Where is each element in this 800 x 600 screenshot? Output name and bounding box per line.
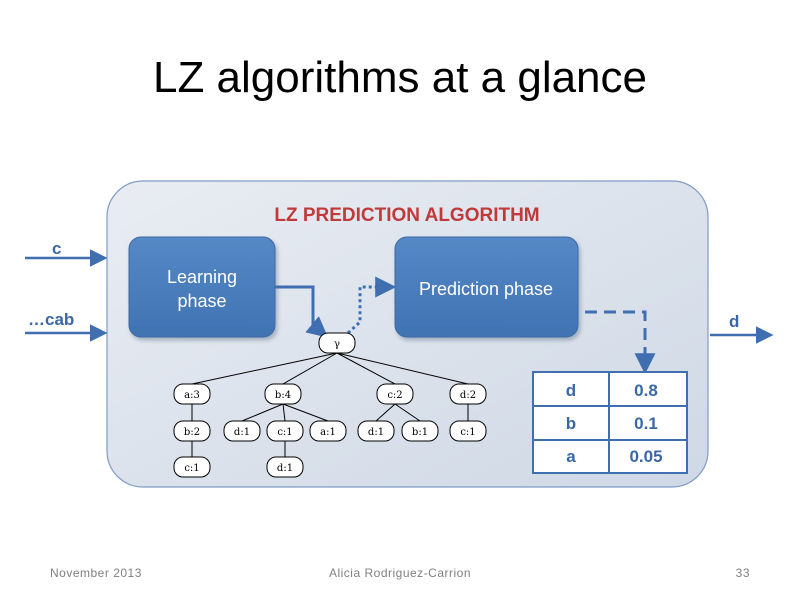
tree-node: d:2	[449, 383, 487, 405]
tree-node: c:1	[266, 420, 304, 442]
tree-node: d:1	[266, 456, 304, 478]
tree-node-label: c:2	[387, 390, 402, 401]
table-cell-symbol: b	[566, 414, 576, 433]
tree-node: c:2	[376, 383, 414, 405]
input-label-c: c	[52, 239, 61, 258]
tree-node-label: d:1	[368, 427, 384, 438]
tree-node: a:3	[173, 383, 211, 405]
tree-node-label: d:2	[460, 390, 476, 401]
tree-node-label: c:1	[277, 427, 292, 438]
tree-node: d:1	[357, 420, 395, 442]
slide-title: LZ algorithms at a glance	[152, 53, 648, 102]
learning-phase-label-line1: Learning	[167, 267, 237, 287]
prediction-table: d 0.8 b 0.1 a 0.05	[532, 371, 688, 474]
tree-node-label: a:3	[184, 390, 200, 401]
footer-page-number: 33	[735, 566, 750, 580]
tree-node: b:4	[264, 383, 302, 405]
prediction-to-table-arrow	[585, 310, 656, 375]
tree-edges	[191, 352, 469, 457]
tree-node: b:2	[173, 420, 211, 442]
learning-to-tree-arrow	[275, 285, 329, 338]
tree-root-node: γ	[318, 332, 356, 354]
table-cell-symbol: a	[566, 447, 576, 466]
tree-node-label: b:1	[412, 427, 428, 438]
table-cell-probability: 0.8	[634, 381, 658, 400]
learning-phase-box	[128, 236, 276, 338]
output-label: d	[729, 312, 739, 331]
input-label-cab: …cab	[28, 310, 74, 329]
table-cell-probability: 0.05	[629, 447, 662, 466]
footer-author: Alicia Rodriguez-Carrion	[328, 566, 472, 580]
tree-node: b:1	[401, 420, 439, 442]
tree-root-label: γ	[334, 339, 340, 350]
tree-node-label: b:2	[184, 427, 200, 438]
tree-node: a:1	[309, 420, 347, 442]
tree-node-label: a:1	[320, 427, 336, 438]
tree-node-label: d:1	[234, 427, 250, 438]
tree-node: c:1	[449, 420, 487, 442]
table-cell-probability: 0.1	[634, 414, 658, 433]
tree-node-label: c:1	[460, 427, 475, 438]
prediction-phase-label: Prediction phase	[419, 279, 553, 299]
tree-node-label: c:1	[184, 463, 199, 474]
tree-to-prediction-arrow	[346, 276, 397, 335]
learning-phase-label-line2: phase	[177, 291, 226, 311]
table-cell-symbol: d	[566, 381, 576, 400]
algorithm-heading: LZ PREDICTION ALGORITHM	[274, 205, 539, 226]
tree-node: c:1	[173, 456, 211, 478]
tree-node-label: b:4	[275, 390, 291, 401]
tree-node: d:1	[223, 420, 261, 442]
footer-date: November 2013	[50, 566, 142, 580]
tree-node-label: d:1	[277, 463, 293, 474]
